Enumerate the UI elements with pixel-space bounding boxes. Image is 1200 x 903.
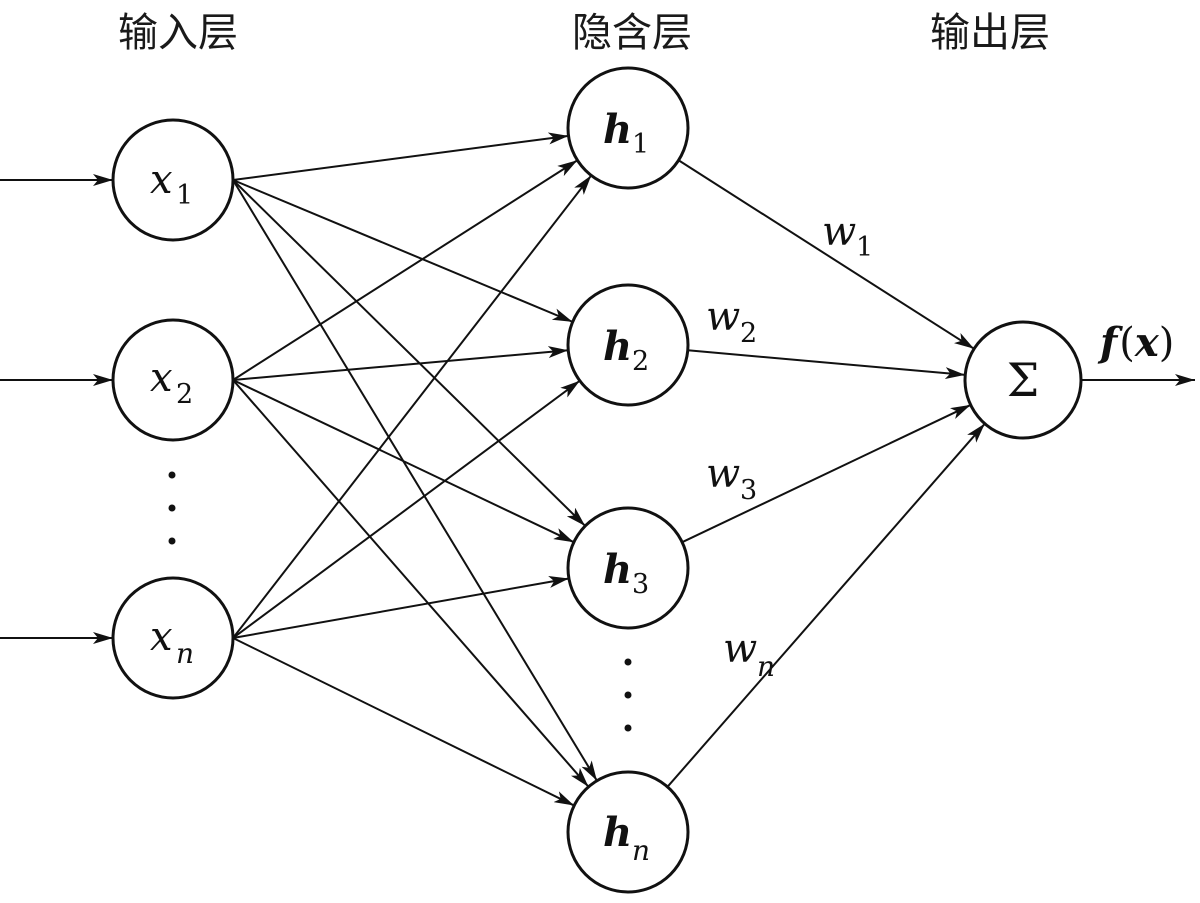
edge-h4-out [666, 423, 986, 788]
input-node-2-base: x [150, 355, 173, 401]
edge-x1-h1 [232, 132, 569, 181]
edge-x2-h4 [232, 379, 590, 788]
edges-group [0, 132, 1195, 807]
weight-1-sub: 1 [856, 232, 873, 263]
edge-x3-h1 [232, 174, 593, 639]
hidden-node-3: h 3 [566, 506, 690, 630]
weight-label-1: w 1 [822, 209, 873, 263]
hidden-node-n-sub: n [632, 834, 650, 867]
edge-x3-h4 [232, 637, 575, 807]
input-node-n-base: x [150, 614, 173, 660]
hidden-ellipsis [624, 658, 632, 732]
weight-n-sub: n [757, 650, 775, 683]
output-arg: x [1134, 319, 1160, 366]
hidden-node-3-sub: 3 [632, 569, 649, 600]
input-node-1-sub: 1 [176, 180, 193, 211]
edge-x3-h2 [232, 379, 581, 639]
hidden-node-2: h 2 [566, 283, 690, 407]
edge-x2-h1 [232, 159, 578, 381]
hidden-node-n-base: h [603, 809, 632, 856]
weight-2-base: w [706, 294, 740, 340]
input-node-n-sub: n [176, 637, 194, 670]
edge-x1-h3 [232, 179, 586, 527]
hidden-layer-label: 隐含层 [572, 10, 692, 56]
edge-x1-h4 [232, 179, 598, 782]
output-open-paren: ( [1119, 320, 1135, 366]
weight-label-n: w n [723, 626, 775, 683]
hidden-node-1-sub: 1 [632, 129, 649, 160]
input-node-2-sub: 2 [176, 379, 193, 410]
edge-x3-h3 [232, 576, 570, 639]
edge-x1-h2 [232, 179, 574, 323]
weight-label-3: w 3 [706, 451, 757, 506]
output-function-label: f(x) [1097, 319, 1174, 366]
edge-x2-h2 [232, 346, 569, 381]
input-node-n: x n [111, 576, 235, 700]
hidden-node-1: h 1 [566, 66, 690, 190]
weight-3-base: w [706, 451, 740, 497]
output-node: Σ [963, 320, 1083, 440]
weight-n-base: w [723, 626, 757, 672]
edge-h1-out [678, 159, 975, 350]
output-layer-label: 输出层 [930, 10, 1050, 56]
input-node-1-base: x [150, 157, 173, 203]
weight-3-sub: 3 [740, 475, 757, 506]
edge-h3-out [681, 404, 972, 544]
edge-x2-h3 [232, 379, 575, 544]
hidden-node-2-base: h [603, 323, 632, 370]
input-layer-label: 输入层 [118, 10, 238, 56]
input-node-2: x 2 [111, 318, 235, 442]
weight-1-base: w [822, 209, 856, 255]
input-ellipsis [168, 471, 176, 545]
edge-h2-out [687, 349, 966, 380]
hidden-node-2-sub: 2 [632, 346, 649, 377]
hidden-node-n: h n [566, 770, 690, 894]
output-close-paren: ) [1159, 320, 1175, 366]
hidden-node-1-base: h [603, 106, 632, 153]
input-node-1: x 1 [111, 118, 235, 242]
weight-2-sub: 2 [740, 318, 757, 349]
weight-label-2: w 2 [706, 294, 757, 349]
sigma-symbol: Σ [1007, 353, 1040, 407]
hidden-node-3-base: h [603, 546, 632, 593]
